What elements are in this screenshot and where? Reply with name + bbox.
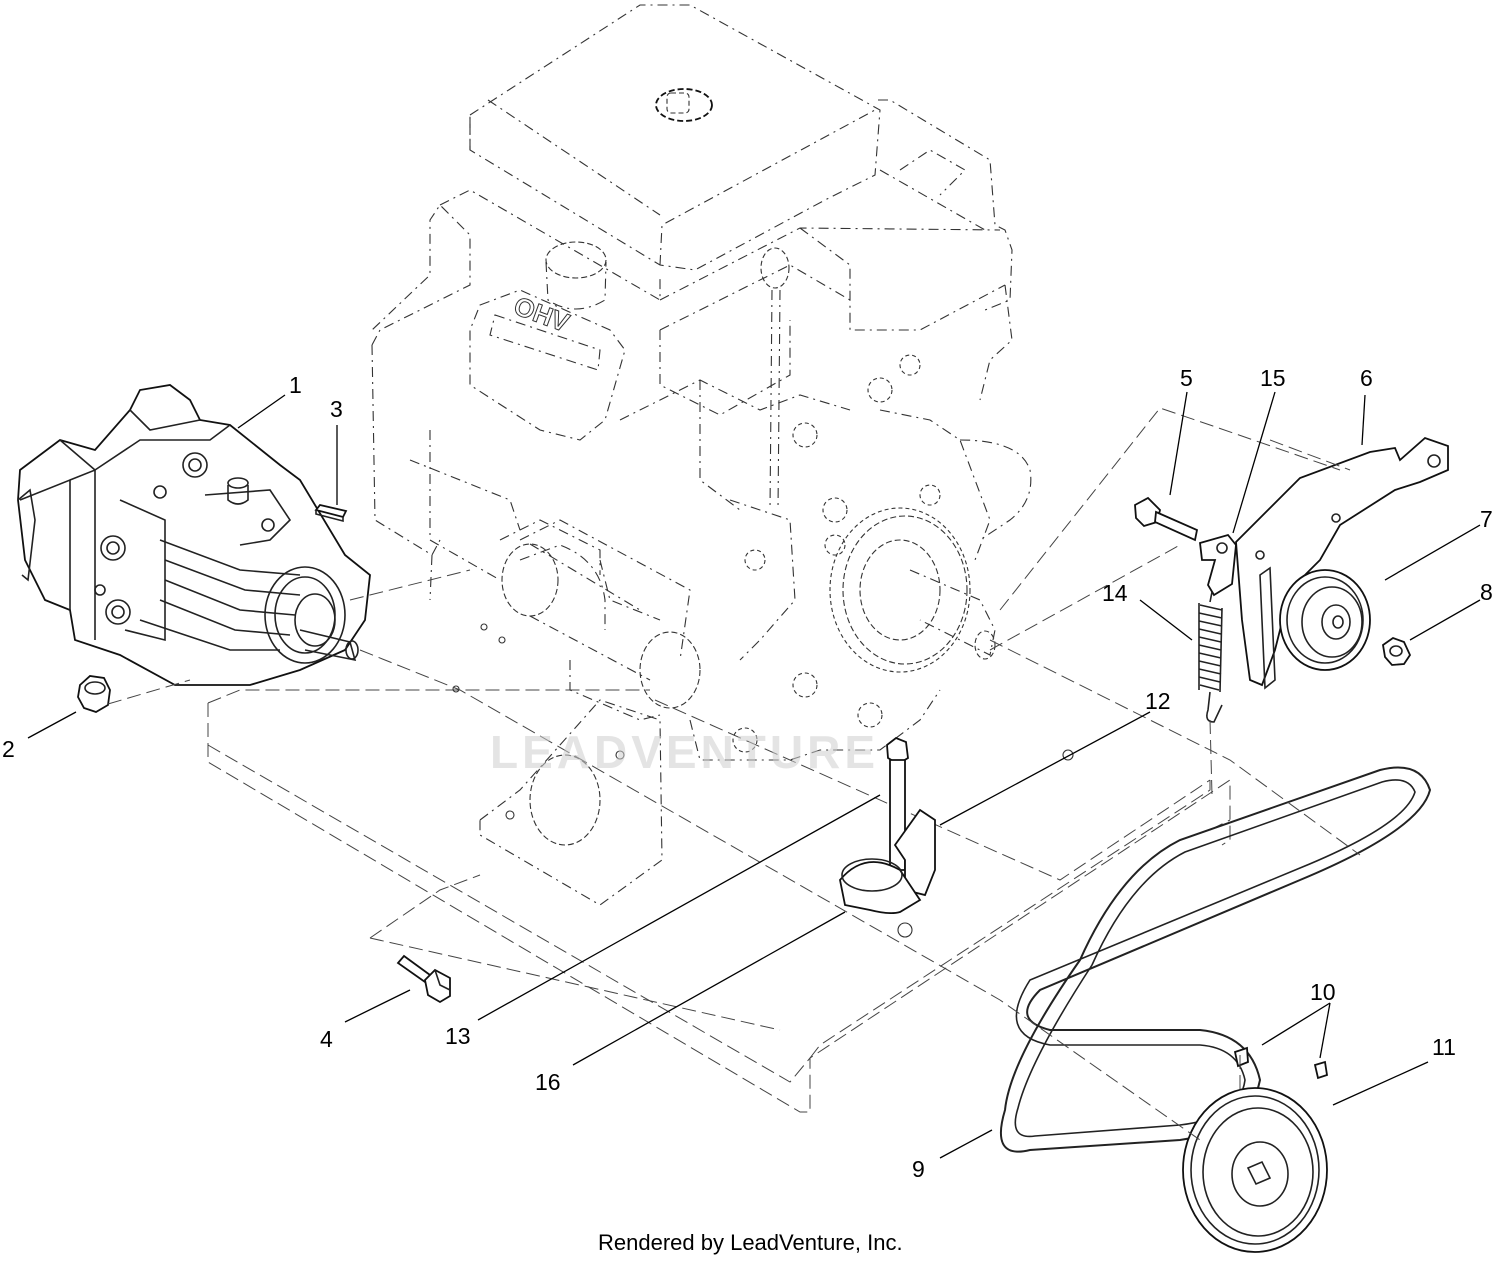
callout-labels: 1 2 3 4 5 6 7 8 9 10 11 12 13 14 15 16 (2, 365, 1493, 1182)
part-11-drive-pulley (1182, 1087, 1328, 1253)
callout-7: 7 (1480, 506, 1493, 532)
leader-lines (27, 391, 1481, 1159)
callout-14: 14 (1102, 580, 1128, 606)
callout-2: 2 (2, 736, 15, 762)
footer-credit: Rendered by LeadVenture, Inc. (598, 1230, 903, 1255)
watermark: LEADVENTURE (490, 726, 879, 778)
callout-8: 8 (1480, 579, 1493, 605)
callout-6: 6 (1360, 365, 1373, 391)
assembly-lines (107, 407, 1361, 1141)
callout-4: 4 (320, 1026, 333, 1052)
callout-10: 10 (1310, 979, 1336, 1005)
part-12-bracket (893, 808, 936, 897)
callout-3: 3 (330, 396, 343, 422)
part-8-nut (1382, 636, 1412, 666)
callout-13: 13 (445, 1023, 471, 1049)
hydro-pump (17, 384, 371, 686)
part-14-spring (1198, 591, 1223, 723)
part-5-bolt (1134, 496, 1199, 542)
part-6-idler-arm (1235, 436, 1449, 690)
callout-11: 11 (1432, 1034, 1456, 1060)
part-16-spacer (839, 858, 922, 915)
part-2-nut (77, 675, 111, 713)
part-10-set-screws (1233, 1046, 1329, 1080)
part-4-bolt (396, 954, 451, 1004)
callout-5: 5 (1180, 365, 1193, 391)
callout-16: 16 (535, 1069, 561, 1095)
part-9-belt (1000, 766, 1432, 1153)
part-15-bracket (1199, 533, 1237, 597)
callout-12: 12 (1145, 688, 1171, 714)
engine-phantom (371, 4, 1032, 906)
callout-15: 15 (1260, 365, 1286, 391)
part-3-key (314, 503, 348, 523)
callout-9: 9 (912, 1156, 925, 1182)
base-plate-phantom (207, 623, 1231, 1113)
callout-1: 1 (289, 372, 302, 398)
part-7-idler-pulley (1279, 569, 1371, 671)
